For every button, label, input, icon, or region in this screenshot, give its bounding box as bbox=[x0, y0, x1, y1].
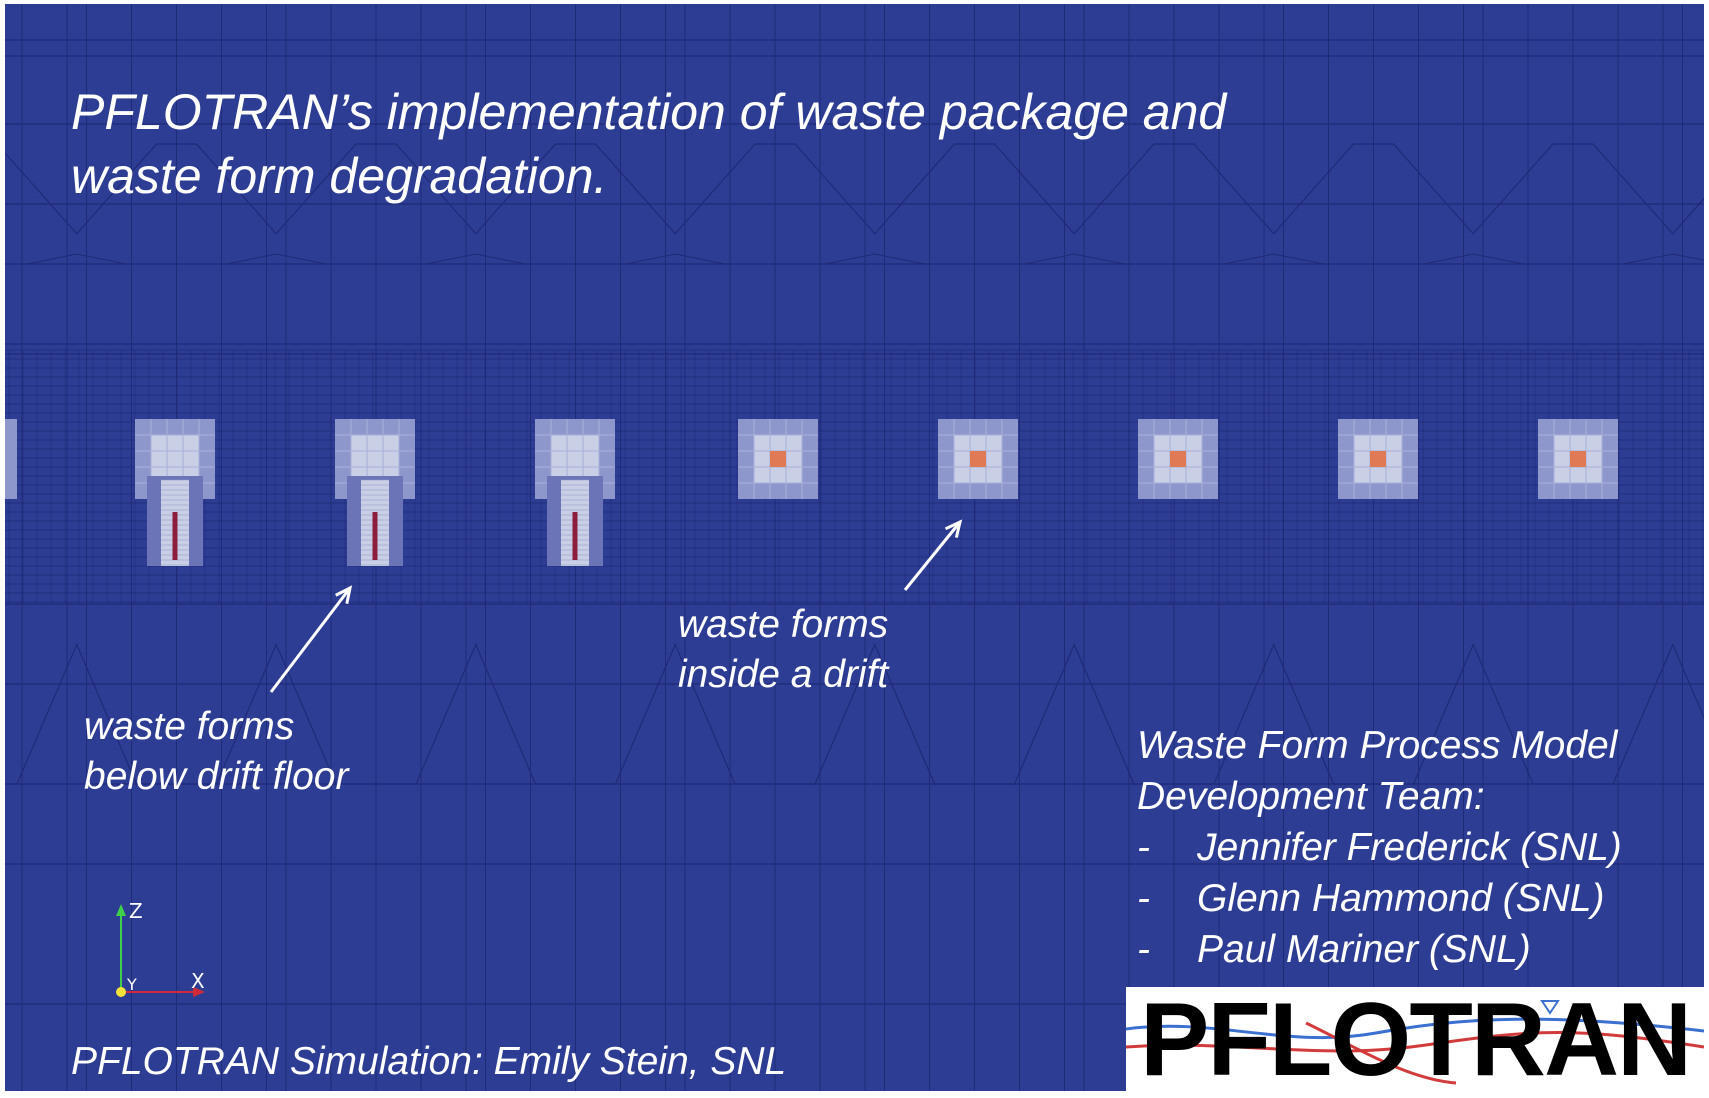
waste-form-rod bbox=[372, 512, 378, 560]
z-axis-label: Z bbox=[129, 899, 143, 923]
y-axis-label: Y bbox=[126, 975, 137, 994]
mesh-chevron bbox=[1672, 253, 1704, 261]
x-axis-arrowhead bbox=[193, 987, 205, 997]
mesh-chevron bbox=[873, 643, 1076, 785]
team-heading-line-1: Waste Form Process Model bbox=[1137, 724, 1618, 767]
label-inside-line-1: waste forms bbox=[678, 603, 889, 646]
logo-text: PFLOTRAN bbox=[1140, 982, 1692, 1098]
member-name: Paul Mariner (SNL) bbox=[1197, 928, 1531, 971]
simulation-view: PFLOTRAN’s implementation of waste packa… bbox=[5, 4, 1704, 1091]
waste-package bbox=[551, 435, 599, 483]
waste-form-core bbox=[970, 451, 986, 467]
waste-form-rod bbox=[572, 512, 578, 560]
label-below-line-1: waste forms bbox=[84, 705, 295, 748]
mesh-chevron bbox=[5, 253, 78, 265]
title-line-1: PFLOTRAN’s implementation of waste packa… bbox=[71, 84, 1227, 140]
mesh-chevron bbox=[76, 143, 277, 235]
logo-wave-lines bbox=[1126, 1000, 1704, 1085]
arrow-inside-drift bbox=[903, 521, 962, 591]
mesh-chevron bbox=[75, 643, 278, 785]
waste-form-core bbox=[1570, 451, 1586, 467]
team-member: - Paul Mariner (SNL) bbox=[1137, 924, 1622, 975]
mesh-chevron bbox=[1472, 643, 1674, 785]
mesh-chevron bbox=[275, 643, 477, 785]
mesh-chevron bbox=[1671, 643, 1704, 720]
mesh-chevron bbox=[674, 253, 876, 265]
waste-form-core bbox=[1170, 451, 1186, 467]
label-inside-drift: waste forms inside a drift bbox=[678, 600, 888, 700]
mesh-chevron bbox=[1273, 143, 1474, 235]
mesh-grid bbox=[5, 4, 1704, 1091]
x-axis-label: X bbox=[191, 969, 205, 993]
waste-package bbox=[151, 435, 199, 483]
arrow-below-floor bbox=[269, 587, 352, 693]
mesh-chevron bbox=[1073, 143, 1275, 235]
team-block: Waste Form Process Model Development Tea… bbox=[1137, 720, 1622, 975]
team-heading-line-2: Development Team: bbox=[1137, 775, 1485, 818]
mesh-chevron bbox=[275, 253, 477, 265]
waste-package-halo bbox=[5, 419, 17, 499]
waste-package bbox=[351, 435, 399, 483]
member-name: Jennifer Frederick (SNL) bbox=[1197, 826, 1622, 869]
bullet-dash: - bbox=[1137, 826, 1150, 869]
z-axis-arrowhead bbox=[116, 904, 126, 916]
arrow-icon bbox=[944, 519, 963, 538]
waste-form-core bbox=[1370, 451, 1386, 467]
mesh-chevron bbox=[275, 143, 477, 235]
mesh-chevron bbox=[1472, 143, 1674, 235]
mesh-chevron bbox=[475, 253, 676, 265]
member-name: Glenn Hammond (SNL) bbox=[1197, 877, 1605, 920]
label-below-line-2: below drift floor bbox=[84, 755, 349, 798]
mesh-chevron bbox=[874, 253, 1075, 265]
mesh-chevron bbox=[1073, 253, 1275, 265]
title-line-2: waste form degradation. bbox=[71, 148, 608, 204]
mesh-chevron bbox=[5, 152, 78, 235]
mesh-chevron bbox=[5, 643, 78, 785]
label-below-drift-floor: waste forms below drift floor bbox=[84, 702, 348, 802]
mesh-chevron bbox=[674, 643, 876, 785]
mesh-chevron bbox=[1073, 643, 1275, 785]
arrow-icon bbox=[335, 585, 353, 604]
slide-title: PFLOTRAN’s implementation of waste packa… bbox=[71, 80, 1226, 208]
bullet-dash: - bbox=[1137, 928, 1150, 971]
mesh-chevron bbox=[674, 143, 876, 235]
mesh-chevron bbox=[474, 643, 677, 785]
axes-triad-icon: Z Y X bbox=[116, 899, 205, 997]
waste-form-core bbox=[770, 451, 786, 467]
simulation-credit: PFLOTRAN Simulation: Emily Stein, SNL bbox=[71, 1040, 787, 1083]
y-axis-dot bbox=[116, 987, 126, 997]
mesh-chevron bbox=[475, 143, 676, 235]
mesh-chevron bbox=[874, 143, 1075, 235]
team-member: - Jennifer Frederick (SNL) bbox=[1137, 822, 1622, 873]
bullet-dash: - bbox=[1137, 877, 1150, 920]
label-inside-line-2: inside a drift bbox=[678, 653, 889, 696]
mesh-chevron bbox=[76, 253, 277, 265]
mesh-chevron bbox=[1472, 253, 1674, 265]
mesh-chevron bbox=[1672, 197, 1704, 235]
pflotran-logo: PFLOTRAN bbox=[1126, 984, 1704, 1096]
team-member: - Glenn Hammond (SNL) bbox=[1137, 873, 1622, 924]
waste-form-rod bbox=[172, 512, 178, 560]
mesh-chevron bbox=[1272, 643, 1475, 785]
mesh-chevron bbox=[1273, 253, 1474, 265]
